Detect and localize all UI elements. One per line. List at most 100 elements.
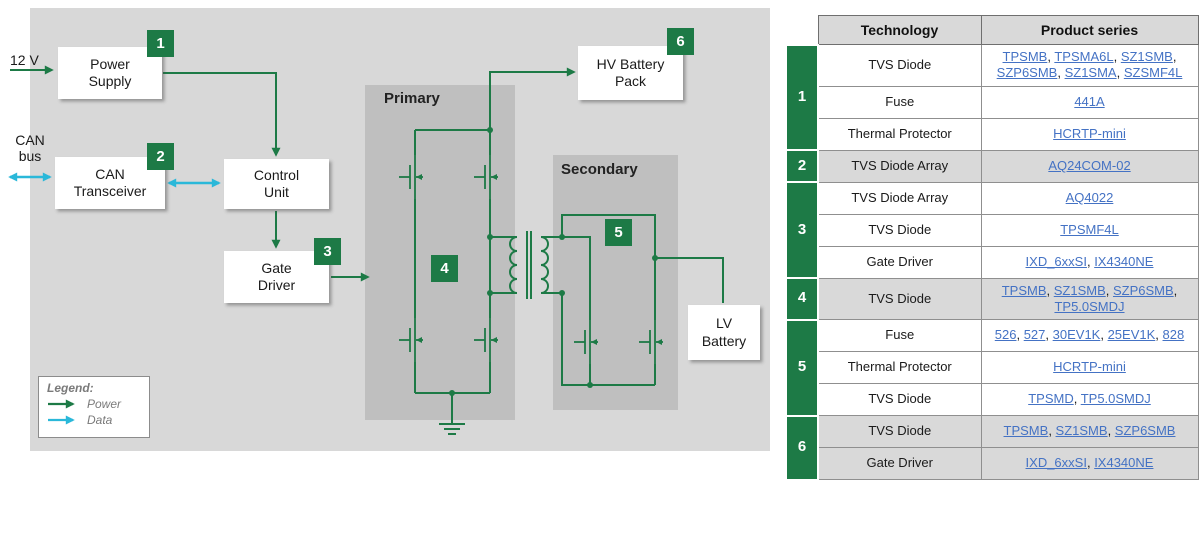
table-row: Thermal Protector HCRTP-mini [786, 117, 1199, 151]
group-number-cell: 5 [785, 318, 819, 417]
product-link[interactable]: 441A [1074, 93, 1105, 109]
technology-cell: Fuse [817, 85, 982, 119]
primary-label: Primary [384, 90, 440, 107]
technology-cell: TVS Diode [817, 277, 982, 320]
product-link[interactable]: AQ4022 [1065, 189, 1114, 205]
product-series-cell: 441A [980, 85, 1199, 119]
product-link[interactable]: 828 [1162, 327, 1185, 343]
lv-battery-box: LV Battery [688, 305, 760, 360]
marker-4: 4 [431, 255, 458, 282]
technology-cell: TVS Diode [817, 415, 982, 448]
product-series-cell: 526, 527, 30EV1K, 25EV1K, 828 [980, 319, 1199, 352]
can-bus-label: CAN bus [15, 132, 45, 164]
product-link[interactable]: IXD_6xxSI [1025, 455, 1087, 471]
marker-2: 2 [147, 143, 174, 170]
product-series-cell: TPSMB, SZ1SMB, SZP6SMB [980, 415, 1199, 448]
product-link[interactable]: IX4340NE [1094, 455, 1154, 471]
product-link[interactable]: TPSMF4L [1060, 221, 1119, 237]
product-link[interactable]: SZSMF4L [1123, 65, 1183, 81]
technology-cell: TVS Diode Array [817, 181, 982, 215]
legend-title: Legend: [47, 381, 94, 395]
product-series-cell: TPSMB, TPSMA6L, SZ1SMB, SZP6SMB, SZ1SMA,… [980, 44, 1199, 87]
data-arrow-icon [48, 415, 75, 425]
power-arrow-icon [48, 399, 75, 409]
technology-cell: Gate Driver [817, 245, 982, 279]
technology-cell: Thermal Protector [817, 117, 982, 151]
product-series-cell: HCRTP-mini [980, 351, 1199, 384]
technology-cell: TVS Diode Array [817, 149, 982, 183]
product-series-cell: IXD_6xxSI, IX4340NE [980, 447, 1199, 480]
technology-cell: TVS Diode [817, 44, 982, 87]
can-transceiver-box: CAN Transceiver [55, 157, 165, 209]
product-series-cell: HCRTP-mini [980, 117, 1199, 151]
product-link[interactable]: TPSMD [1028, 391, 1074, 407]
power-supply-box: Power Supply [58, 47, 162, 99]
secondary-section-box [553, 155, 678, 410]
marker-5: 5 [605, 219, 632, 246]
product-link[interactable]: 527 [1023, 327, 1046, 343]
product-link[interactable]: SZ1SMB [1053, 282, 1106, 298]
product-series-cell: TPSMD, TP5.0SMDJ [980, 383, 1199, 416]
product-series-cell: TPSMF4L [980, 213, 1199, 247]
table-corner-cell [786, 15, 818, 45]
legend-box: Legend: Power Data [38, 376, 150, 438]
group-number-cell: 2 [785, 149, 819, 183]
group-number-cell: 4 [785, 277, 819, 321]
product-link[interactable]: TPSMB [1001, 282, 1047, 298]
product-series-cell: IXD_6xxSI, IX4340NE [980, 245, 1199, 279]
secondary-label: Secondary [561, 161, 638, 178]
product-series-cell: AQ24COM-02 [980, 149, 1199, 183]
technology-cell: TVS Diode [817, 383, 982, 416]
product-link[interactable]: TPSMA6L [1054, 49, 1114, 64]
product-link[interactable]: SZP6SMB [1114, 423, 1176, 439]
technology-column-header: Technology [817, 15, 982, 45]
product-link[interactable]: SZP6SMB [996, 65, 1058, 81]
technology-cell: Gate Driver [817, 447, 982, 480]
product-link[interactable]: IXD_6xxSI [1025, 253, 1087, 269]
marker-3: 3 [314, 238, 341, 265]
table-row: TVS Diode TPSMF4L [786, 213, 1199, 247]
product-link[interactable]: TPSMB [1002, 49, 1048, 64]
group-number-cell: 1 [785, 43, 819, 151]
marker-6: 6 [667, 28, 694, 55]
control-unit-box: Control Unit [224, 159, 329, 209]
product-link[interactable]: SZP6SMB [1112, 282, 1174, 298]
product-link[interactable]: AQ24COM-02 [1048, 157, 1131, 173]
product-link[interactable]: SZ1SMB [1055, 423, 1108, 439]
product-link[interactable]: HCRTP-mini [1053, 359, 1126, 375]
group-number-cell: 3 [785, 181, 819, 279]
hv-battery-pack-box: HV Battery Pack [578, 46, 683, 100]
table-row: Thermal Protector HCRTP-mini [786, 351, 1199, 384]
legend-data-label: Data [87, 413, 113, 427]
table-row: Fuse 441A [786, 85, 1199, 119]
product-link[interactable]: 25EV1K [1107, 327, 1156, 343]
primary-section-box [365, 85, 515, 420]
product-series-cell: AQ4022 [980, 181, 1199, 215]
technology-cell: Fuse [817, 319, 982, 352]
product-link[interactable]: TPSMB [1003, 423, 1049, 439]
product-link[interactable]: 30EV1K [1052, 327, 1101, 343]
product-series-cell: TPSMB, SZ1SMB, SZP6SMB, TP5.0SMDJ [980, 277, 1199, 320]
product-link[interactable]: TP5.0SMDJ [1054, 298, 1125, 314]
product-link[interactable]: SZ1SMB [1120, 49, 1173, 64]
technology-cell: TVS Diode [817, 213, 982, 247]
product-link[interactable]: 526 [994, 327, 1017, 343]
product-link[interactable]: HCRTP-mini [1053, 125, 1126, 141]
legend-power-label: Power [87, 397, 122, 411]
technology-cell: Thermal Protector [817, 351, 982, 384]
product-link[interactable]: SZ1SMA [1064, 65, 1117, 81]
product-link[interactable]: TP5.0SMDJ [1080, 391, 1151, 407]
marker-1: 1 [147, 30, 174, 57]
product-series-column-header: Product series [980, 15, 1199, 45]
gate-driver-box: Gate Driver [224, 251, 329, 303]
input-12v-label: 12 V [10, 52, 39, 68]
product-link[interactable]: IX4340NE [1094, 253, 1154, 269]
